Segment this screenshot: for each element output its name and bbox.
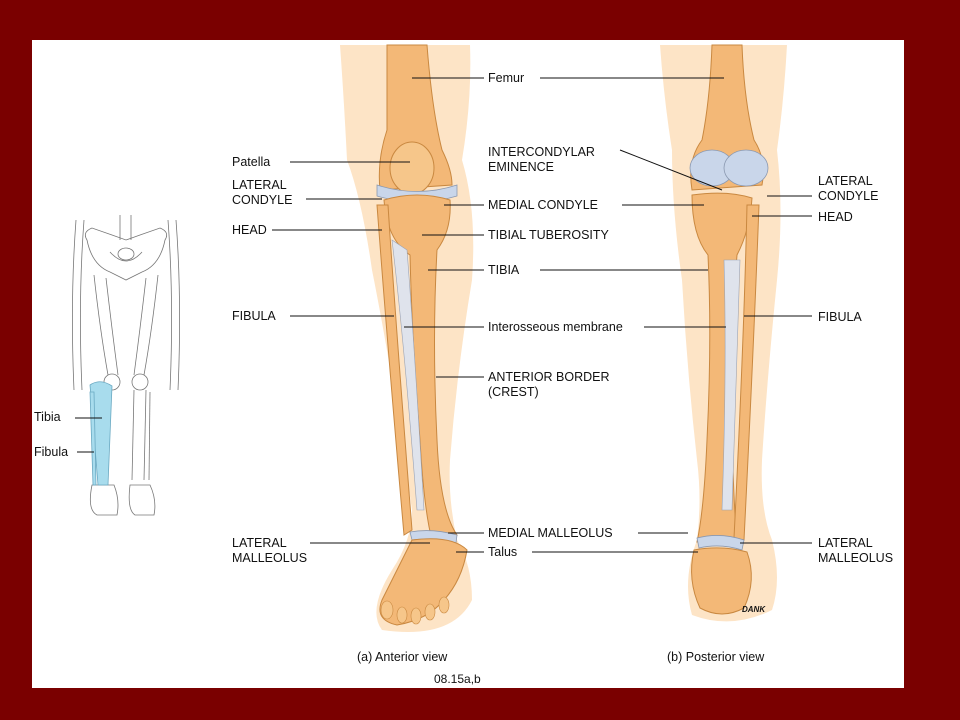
label-anterior-border: ANTERIOR BORDER (CREST) <box>488 370 610 399</box>
artist-signature: DANK <box>742 605 766 614</box>
slide-panel: Tibia Fibula Femur Patella INTERCONDYLAR… <box>32 40 904 688</box>
label-head-anterior: HEAD <box>232 223 267 237</box>
leader-lines <box>272 77 812 553</box>
label-tibial-tuberosity: TIBIAL TUBEROSITY <box>488 228 609 242</box>
label-fibula-anterior: FIBULA <box>232 309 276 323</box>
label-head-posterior: HEAD <box>818 210 853 224</box>
label-lateral-malleolus-posterior: LATERAL MALLEOLUS <box>818 536 894 565</box>
inset-highlight-tibia-fibula <box>89 381 113 486</box>
label-medial-condyle: MEDIAL CONDYLE <box>488 198 598 212</box>
label-interosseous-membrane: Interosseous membrane <box>488 320 623 334</box>
caption-anterior-view: (a) Anterior view <box>357 650 448 664</box>
skeleton-inset <box>72 215 180 516</box>
label-lateral-condyle-posterior: LATERAL CONDYLE <box>818 174 879 203</box>
leg-bones-illustration <box>72 44 812 632</box>
label-intercondylar-eminence: INTERCONDYLAR EMINENCE <box>488 145 595 174</box>
label-lateral-condyle-anterior: LATERAL CONDYLE <box>232 178 293 207</box>
label-medial-malleolus: MEDIAL MALLEOLUS <box>488 526 613 540</box>
label-fibula-posterior: FIBULA <box>818 310 862 324</box>
inset-label-fibula: Fibula <box>34 445 69 459</box>
posterior-leg <box>660 44 787 622</box>
figure-id: 08.15a,b <box>434 672 481 686</box>
anterior-leg <box>340 44 474 632</box>
label-tibia: TIBIA <box>488 263 520 277</box>
label-femur: Femur <box>488 71 525 85</box>
label-talus: Talus <box>488 545 518 559</box>
label-patella: Patella <box>232 155 271 169</box>
caption-posterior-view: (b) Posterior view <box>667 650 765 664</box>
inset-label-tibia: Tibia <box>34 410 61 424</box>
label-lateral-malleolus-anterior: LATERAL MALLEOLUS <box>232 536 308 565</box>
